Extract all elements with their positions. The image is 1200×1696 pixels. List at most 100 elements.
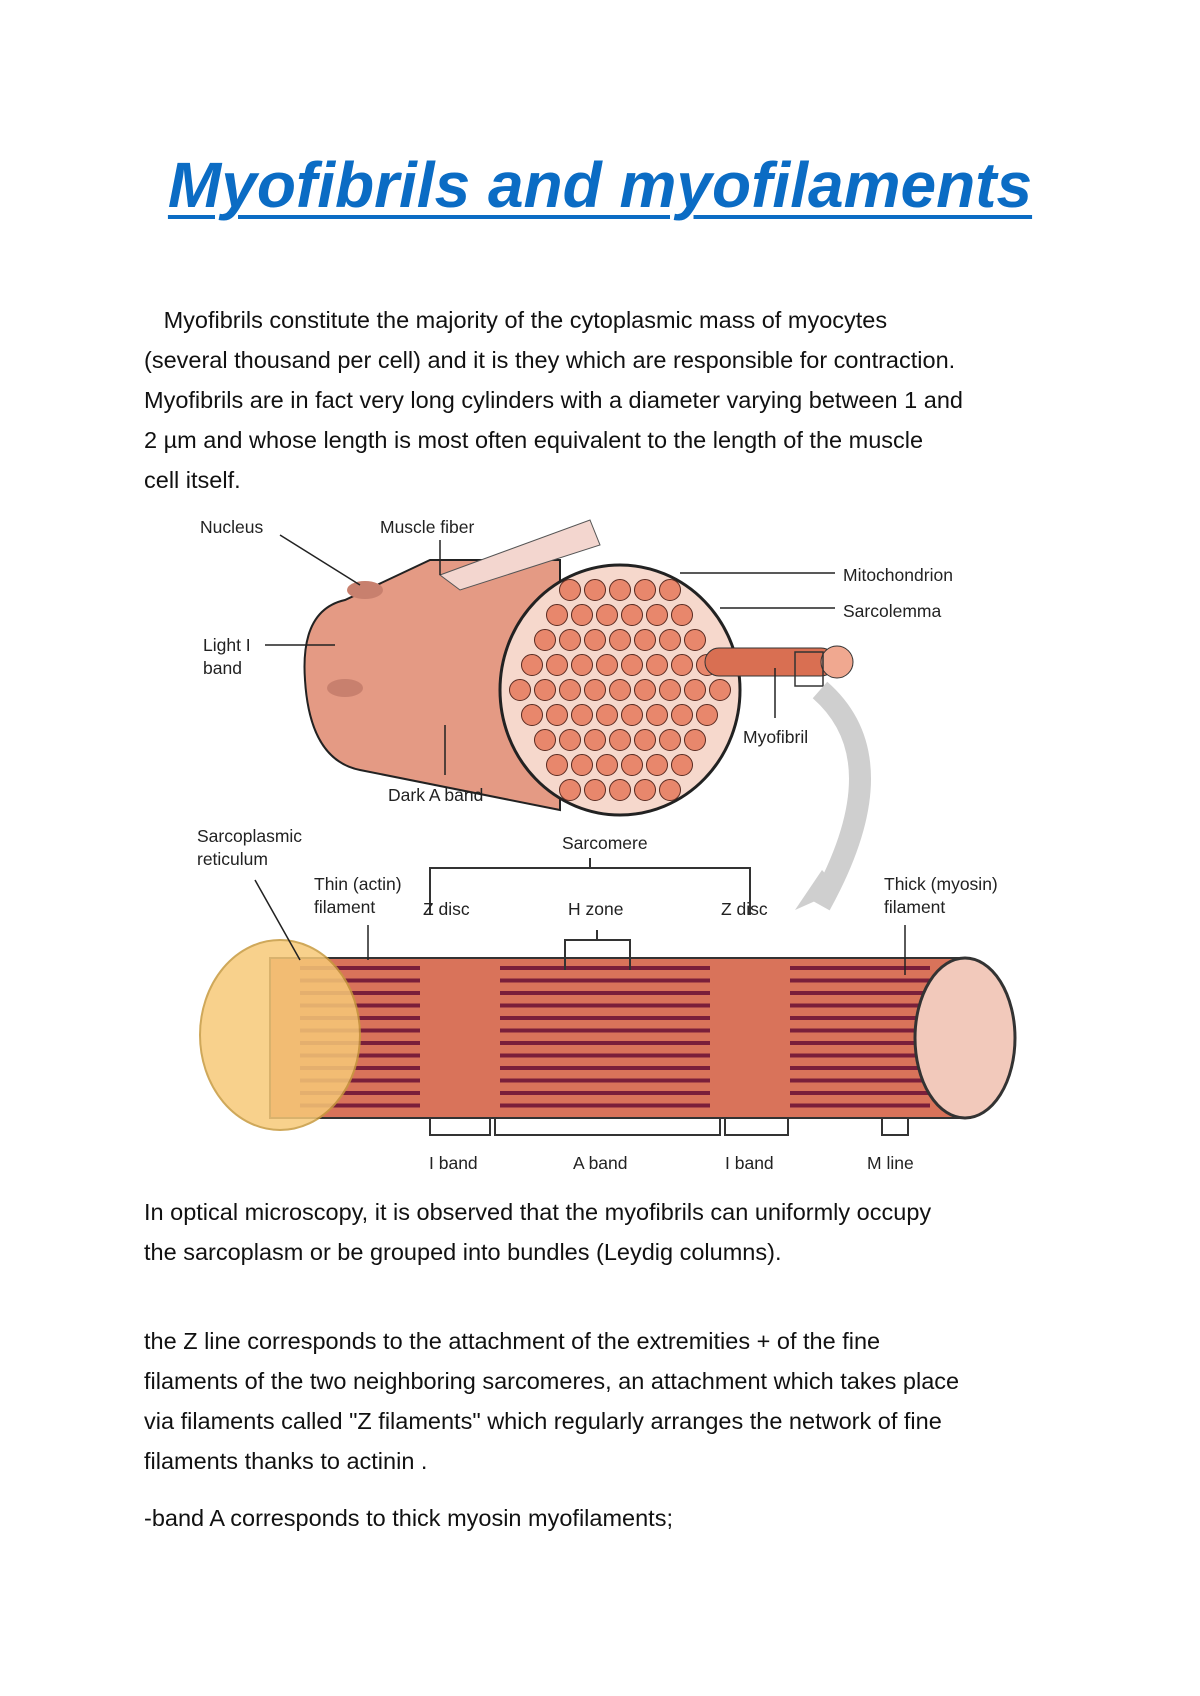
label-h-zone: H zone [568,899,623,919]
label-a-band: A band [573,1153,628,1173]
label-i-band: I band [725,1153,774,1173]
muscle-fiber-illustration [303,519,871,911]
label-m-line: M line [867,1153,914,1173]
myofibril-dot [571,704,593,726]
text-line: In optical microscopy, it is observed th… [144,1199,932,1225]
text-line: cell itself. [144,467,241,493]
myofibril-dot [571,604,593,626]
myofibril-dot [621,704,643,726]
myofibril-dot [559,679,581,701]
myofibril-dot [609,629,631,651]
label-i-band: I band [429,1153,478,1173]
myofibril-dot [596,754,618,776]
intro-paragraph: Myofibrils constitute the majority of th… [144,300,1084,500]
text-line: filaments of the two neighboring sarcome… [144,1368,960,1394]
myofibril-dot [684,629,706,651]
label-sarcolemma: Sarcolemma [843,601,941,621]
myofibril-dot [559,629,581,651]
text-line: the Z line corresponds to the attachment… [144,1328,881,1354]
text-line: (several thousand per cell) and it is th… [144,347,956,373]
myofibril-dot [559,579,581,601]
diagram-labels: Nucleus Muscle fiber Mitochondrion Sarco… [197,517,998,1173]
myofibril-dot [546,754,568,776]
myofibril-dot [634,629,656,651]
myofibril-dot [671,704,693,726]
myofibril-dot [646,704,668,726]
myofibril-dot [534,679,556,701]
myofibril-dot [559,729,581,751]
myofibril-dot [584,629,606,651]
label-myofibril: Myofibril [743,727,808,747]
myofibril-dot [609,779,631,801]
text-line: Myofibrils constitute the majority of th… [144,307,888,333]
text-line: -band A corresponds to thick myosin myof… [144,1505,673,1531]
label-mitochondrion: Mitochondrion [843,565,953,585]
myofibril-dot [634,579,656,601]
myofibril-dot [534,629,556,651]
label-light-i-band: band [203,658,242,678]
myofibril-dot [709,679,731,701]
myofibril-cross-sections [509,579,731,801]
myofibril-dot [659,629,681,651]
myofibril-dot [596,654,618,676]
label-thick-filament: Thick (myosin) [884,874,998,894]
myofibril-dot [646,654,668,676]
myofibril-dot [646,604,668,626]
myofibril-dot [571,654,593,676]
label-muscle-fiber: Muscle fiber [380,517,475,537]
z-line-paragraph: the Z line corresponds to the attachment… [144,1321,1084,1481]
myofibril-dot [584,729,606,751]
microscopy-paragraph: In optical microscopy, it is observed th… [144,1192,1084,1272]
label-dark-a-band: Dark A band [388,785,483,805]
leader-lines [254,534,906,975]
myofibril-dot [659,729,681,751]
label-z-disc: Z disc [423,899,470,919]
myofibril-dot [609,729,631,751]
myofibril-dot [584,779,606,801]
label-thin-filament: filament [314,897,375,917]
label-sarcomere: Sarcomere [562,833,648,853]
myofibril-dot [634,779,656,801]
myofibril-dot [634,679,656,701]
myofibril-dot [621,604,643,626]
myofibril-dot [596,604,618,626]
myofibril-dot [621,654,643,676]
label-thin-filament: Thin (actin) [314,874,402,894]
a-band-paragraph: -band A corresponds to thick myosin myof… [144,1498,1084,1538]
myofibril-dot [659,679,681,701]
page-title: Myofibrils and myofilaments [167,149,1033,221]
myofibril-dot [584,579,606,601]
myofibril-dot [659,579,681,601]
myofibril-dot [559,779,581,801]
myofibril-dot [546,704,568,726]
myofibril-dot [671,654,693,676]
myofibril-dot [609,579,631,601]
myofibril-dot [646,754,668,776]
text-line: Myofibrils are in fact very long cylinde… [144,387,963,413]
myofibril-dot [684,729,706,751]
myofibril-dot [671,604,693,626]
myofibril-illustration [199,858,1017,1136]
myofibril-dot [546,654,568,676]
myofibril-dot [546,604,568,626]
text-line: via filaments called "Z filaments" which… [144,1408,942,1434]
label-nucleus: Nucleus [200,517,263,537]
myofibril-dot [509,679,531,701]
myofibril-dot [534,729,556,751]
label-sarcoplasmic-reticulum: Sarcoplasmic [197,826,302,846]
label-light-i-band: Light I [203,635,251,655]
myofibril-dot [659,779,681,801]
myofibril-dot [521,704,543,726]
myofibril-dot [634,729,656,751]
myofibril-dot [609,679,631,701]
myofibril-dot [521,654,543,676]
myofibril-dot [571,754,593,776]
myofibril-dot [584,679,606,701]
myofibril-dot [596,704,618,726]
myofibril-dot [671,754,693,776]
label-z-disc: Z disc [721,899,768,919]
myofibril-dot [696,704,718,726]
myofibril-dot [684,679,706,701]
text-line: filaments thanks to actinin . [144,1448,428,1474]
